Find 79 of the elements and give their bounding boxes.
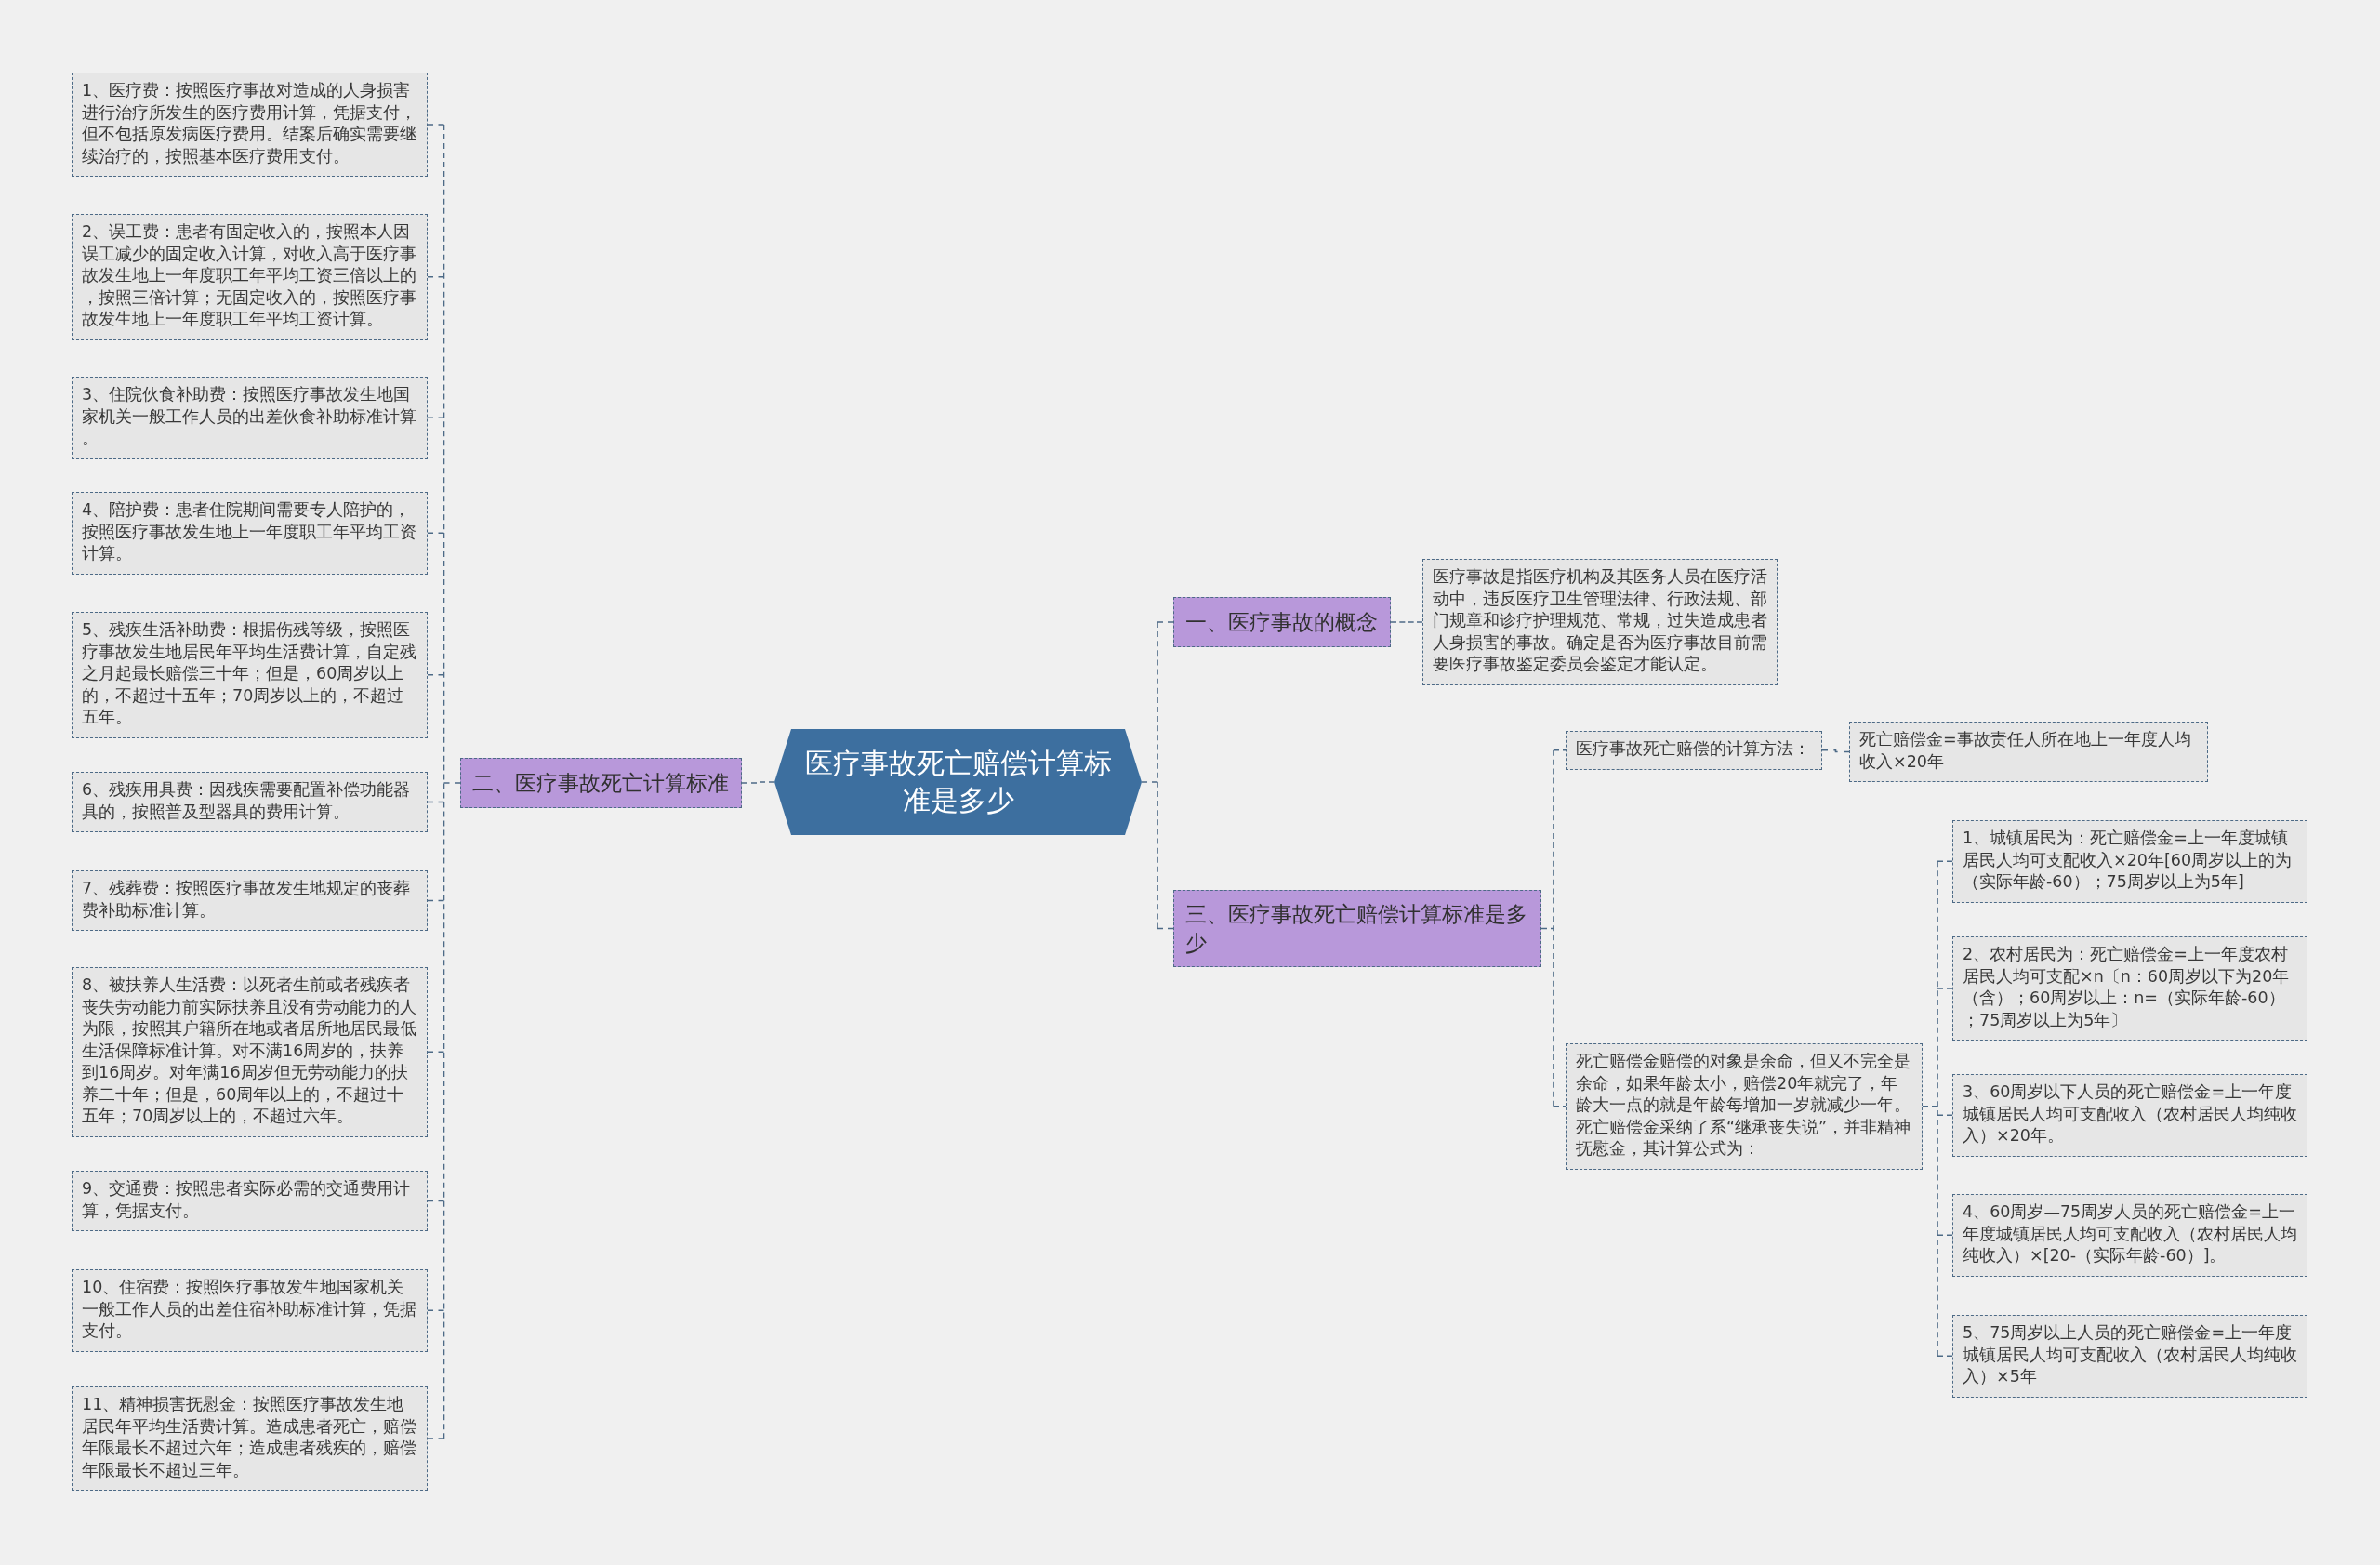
connector-line bbox=[427, 275, 445, 278]
detail-box bbox=[72, 772, 428, 832]
connector-line bbox=[1157, 927, 1174, 930]
detail-box bbox=[1849, 722, 2208, 782]
detail-text: 6、残疾用具费：因残疾需要配置补偿功能器具的，按照普及型器具的费用计算。 bbox=[82, 779, 412, 823]
connector-line bbox=[741, 781, 775, 784]
connector-line bbox=[427, 1438, 445, 1439]
branch-topic-text: 二、医疗事故死亡计算标准 bbox=[472, 769, 729, 797]
detail-box bbox=[1422, 559, 1778, 685]
connector-line bbox=[1553, 749, 1567, 751]
connector-line bbox=[1157, 621, 1174, 623]
detail-text: 医疗事故是指医疗机构及其医务人员在医疗活动中，违反医疗卫生管理法律、行政法规、部门规章和诊疗护理规范、常规，过失造成患者人身损害的事故。确定是否为医疗事故目前需要医疗事故鉴定委员会鉴定才能认定。 bbox=[1433, 566, 1767, 675]
connector-line bbox=[427, 532, 445, 535]
branch-topic-box bbox=[1173, 597, 1391, 647]
detail-text: 3、60周岁以下人员的死亡赔偿金=上一年度城镇居民人均可支配收入（农村居民人均纯收入）×20年。 bbox=[1963, 1081, 2297, 1147]
connector-line bbox=[1937, 860, 1953, 863]
connector-line bbox=[1922, 1105, 1938, 1107]
detail-text: 医疗事故死亡赔偿的计算方法： bbox=[1576, 738, 1811, 760]
detail-text: 死亡赔偿金=事故责任人所在地上一年度人均收入×20年 bbox=[1859, 729, 2192, 773]
detail-box bbox=[1952, 1315, 2307, 1398]
detail-text: 9、交通费：按照患者实际必需的交通费用计算，凭据支付。 bbox=[82, 1178, 412, 1222]
branch-topic-box bbox=[460, 758, 742, 808]
detail-box bbox=[72, 214, 428, 340]
detail-box bbox=[72, 870, 428, 931]
connector-line bbox=[1540, 927, 1554, 930]
detail-box bbox=[1952, 820, 2307, 903]
detail-box bbox=[72, 967, 428, 1137]
connector-line bbox=[1937, 1234, 1953, 1237]
connector-line bbox=[427, 1051, 445, 1054]
detail-box bbox=[72, 1269, 428, 1352]
branch-topic-box bbox=[1173, 890, 1541, 967]
detail-box bbox=[72, 73, 428, 177]
connector-line bbox=[1141, 781, 1158, 783]
detail-text: 8、被扶养人生活费：以死者生前或者残疾者丧失劳动能力前实际扶养且没有劳动能力的人为限，按照其户籍所在地或者居所地居民最低生活保障标准计算。对不满16周岁的，扶养到16周岁。对年满16周岁但无劳动能力的扶养二十年；但是，60周年以上的，不超过十五年；70周岁以上的，不超过六年。 bbox=[82, 975, 417, 1127]
detail-text: 1、医疗费：按照医疗事故对造成的人身损害进行治疗所发生的医疗费用计算，凭据支付，但不包括原发病医疗费用。结案后确实需要继续治疗的，按照基本医疗费用支付。 bbox=[82, 80, 417, 167]
connector-line bbox=[427, 124, 445, 126]
detail-text: 5、残疾生活补助费：根据伤残等级，按照医疗事故发生地居民年平均生活费计算，自定残之月起最长赔偿三十年；但是，60周岁以上的，不超过十五年；70周岁以上的，不超过五年。 bbox=[82, 619, 417, 728]
connector-line bbox=[1553, 1105, 1567, 1107]
detail-text: 10、住宿费：按照医疗事故发生地国家机关一般工作人员的出差住宿补助标准计算，凭据支付。 bbox=[82, 1277, 417, 1342]
detail-text: 4、60周岁—75周岁人员的死亡赔偿金=上一年度城镇居民人均可支配收入（农村居民人均纯收入）×[20-（实际年龄-60）]。 bbox=[1963, 1201, 2297, 1267]
connector-line bbox=[427, 801, 445, 803]
connector-line bbox=[443, 782, 461, 784]
detail-box bbox=[72, 377, 428, 459]
detail-box bbox=[72, 492, 428, 575]
connector-line bbox=[1157, 621, 1158, 930]
connector-line bbox=[427, 417, 445, 419]
connector-line bbox=[427, 1309, 445, 1312]
detail-box bbox=[72, 1386, 428, 1491]
connector-line bbox=[427, 899, 445, 902]
detail-text: 4、陪护费：患者住院期间需要专人陪护的，按照医疗事故发生地上一年度职工年平均工资计算。 bbox=[82, 499, 417, 564]
connector-line bbox=[1937, 1355, 1953, 1358]
connector-line bbox=[1937, 988, 1953, 989]
detail-box bbox=[1566, 1043, 1923, 1170]
detail-box bbox=[1566, 731, 1822, 770]
connector-line bbox=[443, 124, 445, 1439]
detail-box bbox=[1952, 1074, 2307, 1157]
central-topic-hexagon bbox=[774, 729, 1142, 835]
connector-line bbox=[427, 1200, 445, 1202]
detail-text: 死亡赔偿金赔偿的对象是余命，但又不完全是余命，如果年龄太小，赔偿20年就完了，年龄大一点的就是年龄每增加一岁就减少一年。死亡赔偿金采纳了系“继承丧失说”，并非精神抚慰金，其计算公式为： bbox=[1576, 1051, 1912, 1160]
detail-box bbox=[1952, 1194, 2307, 1277]
central-topic-text: 医疗事故死亡赔偿计算标准是多少 bbox=[803, 746, 1113, 818]
detail-text: 7、残葬费：按照医疗事故发生地规定的丧葬费补助标准计算。 bbox=[82, 878, 412, 922]
connector-line bbox=[427, 673, 445, 676]
detail-box bbox=[1952, 936, 2307, 1041]
detail-text: 11、精神损害抚慰金：按照医疗事故发生地居民年平均生活费计算。造成患者死亡，赔偿年限最长不超过六年；造成患者残疾的，赔偿年限最长不超过三年。 bbox=[82, 1394, 417, 1481]
branch-topic-text: 一、医疗事故的概念 bbox=[1185, 608, 1378, 636]
connector-line bbox=[1390, 621, 1423, 623]
branch-topic-text: 三、医疗事故死亡赔偿计算标准是多少 bbox=[1185, 900, 1528, 957]
connector-line bbox=[1821, 749, 1850, 753]
detail-box bbox=[72, 1171, 428, 1231]
detail-text: 1、城镇居民为：死亡赔偿金=上一年度城镇居民人均可支配收入×20年[60周岁以上的为（实际年龄-60）；75周岁以上为5年] bbox=[1963, 828, 2294, 893]
connector-line bbox=[1937, 1114, 1953, 1117]
detail-text: 2、误工费：患者有固定收入的，按照本人因误工减少的固定收入计算，对收入高于医疗事故发生地上一年度职工年平均工资三倍以上的，按照三倍计算；无固定收入的，按照医疗事故发生地上一年度职工年平均工资计算。 bbox=[82, 221, 417, 330]
detail-box bbox=[72, 612, 428, 738]
detail-text: 5、75周岁以上人员的死亡赔偿金=上一年度城镇居民人均可支配收入（农村居民人均纯收入）×5年 bbox=[1963, 1322, 2297, 1387]
connector-line bbox=[1553, 749, 1554, 1107]
connector-line bbox=[1937, 860, 1938, 1358]
detail-text: 2、农村居民为：死亡赔偿金=上一年度农村居民人均可支配×n〔n：60周岁以下为20年（含）；60周岁以上：n=（实际年龄-60）；75周岁以上为5年〕 bbox=[1963, 944, 2291, 1031]
detail-text: 3、住院伙食补助费：按照医疗事故发生地国家机关一般工作人员的出差伙食补助标准计算。 bbox=[82, 384, 417, 449]
